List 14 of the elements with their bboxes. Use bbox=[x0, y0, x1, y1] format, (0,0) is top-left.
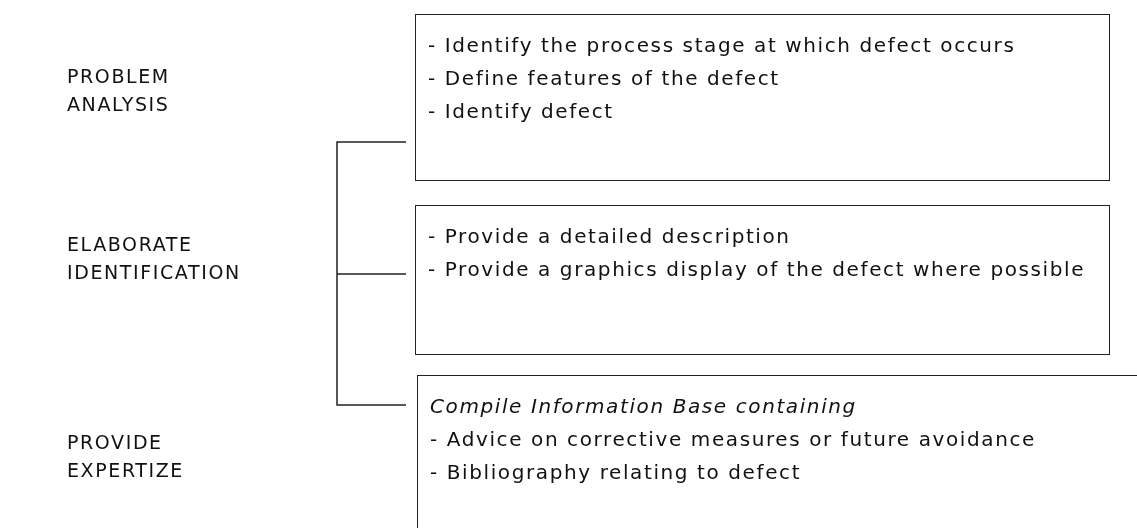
bullet-item: - Advice on corrective measures or future avoidance bbox=[430, 426, 1037, 453]
text-box bbox=[415, 205, 1110, 355]
bullet-item: - Provide a graphics display of the defect where possible bbox=[428, 256, 1087, 283]
text-box bbox=[417, 375, 1137, 528]
stage-label: PROVIDE EXPERTIZE bbox=[67, 430, 184, 483]
bullet-item: - Define features of the defect bbox=[428, 65, 781, 92]
text-box bbox=[415, 14, 1110, 181]
bullet-item: - Provide a detailed description bbox=[428, 223, 792, 250]
stage-label: PROBLEM ANALYSIS bbox=[67, 64, 170, 117]
stage-label: ELABORATE IDENTIFICATION bbox=[67, 232, 241, 285]
bullet-item: - Bibliography relating to defect bbox=[430, 459, 803, 486]
box-heading: Compile Information Base containing bbox=[430, 393, 858, 420]
bullet-item: - Identify defect bbox=[428, 98, 615, 125]
bullet-item: - Identify the process stage at which defect occurs bbox=[428, 32, 1017, 59]
